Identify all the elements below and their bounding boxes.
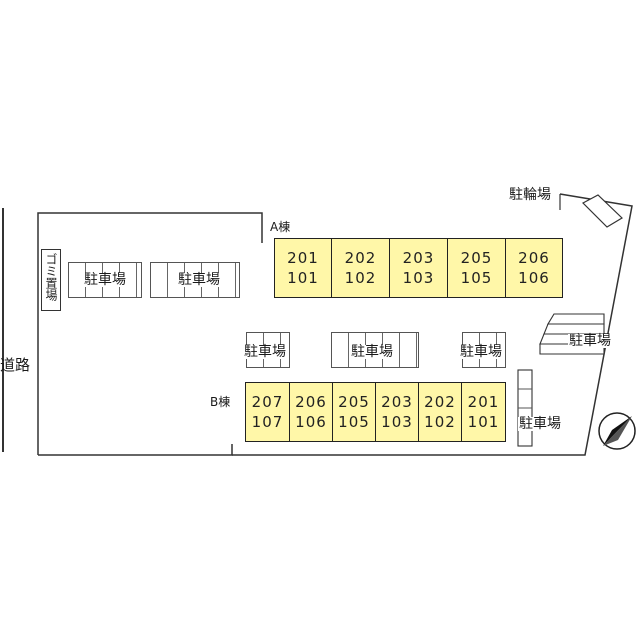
parking-label: 駐車場	[350, 344, 394, 360]
unit-b-3: 205 105	[332, 382, 376, 442]
bike-parking-label: 駐輪場	[509, 187, 551, 203]
unit-b-5: 202 102	[418, 382, 462, 442]
unit-upper-number: 207	[251, 393, 284, 411]
unit-upper-number: 203	[402, 249, 435, 267]
unit-lower-number: 102	[344, 269, 377, 287]
trash-area: ゴミ置場	[41, 249, 61, 311]
trash-label: ゴミ置場	[44, 253, 58, 301]
unit-a-5: 206 106	[505, 238, 563, 298]
unit-lower-number: 101	[287, 269, 319, 287]
building-a-label: A棟	[270, 220, 291, 234]
unit-b-2: 206 106	[289, 382, 333, 442]
parking-label: 駐車場	[459, 344, 503, 360]
unit-lower-number: 105	[338, 413, 370, 431]
unit-lower-number: 103	[381, 413, 413, 431]
unit-lower-number: 102	[424, 413, 456, 431]
parking-label: 駐車場	[177, 272, 221, 288]
unit-lower-number: 107	[251, 413, 284, 431]
unit-b-1: 207 107	[245, 382, 290, 442]
parking-lot-left-2: 駐車場	[150, 262, 240, 298]
unit-a-4: 205 105	[447, 238, 506, 298]
unit-b-4: 203 103	[375, 382, 419, 442]
unit-upper-number: 206	[295, 393, 327, 411]
unit-a-1: 201 101	[274, 238, 332, 298]
unit-upper-number: 202	[344, 249, 377, 267]
parking-label-lower-right: 駐車場	[518, 416, 562, 432]
building-b-label: B棟	[210, 395, 231, 409]
unit-lower-number: 106	[518, 269, 550, 287]
parking-label-right: 駐車場	[568, 333, 612, 349]
unit-a-3: 203 103	[389, 238, 448, 298]
road-label: 道路	[0, 356, 31, 374]
unit-lower-number: 106	[295, 413, 327, 431]
unit-lower-number: 103	[402, 269, 435, 287]
unit-upper-number: 205	[460, 249, 493, 267]
unit-upper-number: 201	[467, 393, 500, 411]
parking-lot-mid-1: 駐車場	[243, 332, 290, 368]
boundary-line	[37, 212, 263, 455]
unit-lower-number: 101	[467, 413, 500, 431]
parking-lot-mid-2: 駐車場	[331, 332, 419, 368]
unit-upper-number: 202	[424, 393, 456, 411]
unit-upper-number: 201	[287, 249, 319, 267]
unit-lower-number: 105	[460, 269, 493, 287]
boundary-line-bottom	[38, 444, 233, 456]
unit-a-2: 202 102	[331, 238, 390, 298]
unit-upper-number: 203	[381, 393, 413, 411]
parking-label: 駐車場	[243, 344, 287, 360]
unit-upper-number: 206	[518, 249, 550, 267]
parking-lot-left-1: 駐車場	[68, 262, 142, 298]
unit-upper-number: 205	[338, 393, 370, 411]
parking-lot-mid-3: 駐車場	[459, 332, 506, 368]
bike-shelter	[582, 194, 623, 228]
parking-label: 駐車場	[83, 272, 127, 288]
unit-b-6: 201 101	[461, 382, 506, 442]
north-arrow-icon	[598, 412, 636, 450]
